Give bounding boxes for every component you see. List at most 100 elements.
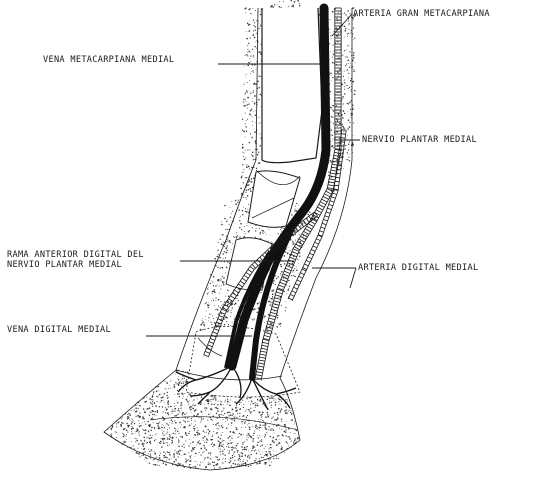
stipple-dot: [329, 59, 330, 60]
arteria-digital-hatch-line: [306, 260, 310, 262]
stipple-dot: [273, 396, 274, 397]
stipple-dot: [330, 35, 331, 36]
stipple-dot: [255, 149, 256, 150]
stipple-dot: [288, 288, 289, 289]
stipple-dot: [123, 423, 124, 424]
stipple-dot: [265, 434, 266, 435]
stipple-dot: [262, 420, 263, 421]
arteria-hatch-line: [296, 244, 302, 247]
stipple-dot: [206, 432, 207, 433]
stipple-dot: [252, 227, 253, 228]
stipple-dot: [249, 426, 251, 428]
stipple-dot: [145, 432, 147, 434]
arteria-digital-hatch-line: [302, 269, 306, 271]
stipple-dot: [152, 406, 153, 407]
stipple-dot: [217, 404, 218, 405]
stipple-dot: [336, 105, 337, 106]
stipple-dot: [261, 444, 262, 445]
stipple-dot: [174, 406, 175, 407]
stipple-dot: [330, 161, 332, 163]
stipple-dot: [223, 253, 224, 254]
stipple-dot: [304, 245, 305, 246]
stipple-dot: [333, 31, 334, 32]
stipple-dot: [229, 240, 231, 242]
nerve-hatch-line: [234, 290, 238, 293]
stipple-dot: [139, 423, 140, 424]
stipple-dot: [165, 412, 166, 413]
stipple-dot: [216, 423, 217, 424]
stipple-dot: [228, 415, 229, 416]
stipple-dot: [208, 307, 209, 308]
stipple-dot: [347, 60, 349, 62]
stipple-dot: [164, 436, 165, 437]
stipple-dot: [224, 205, 226, 207]
stipple-dot: [162, 424, 163, 425]
stipple-dot: [289, 410, 290, 411]
stipple-dot: [227, 239, 228, 240]
stipple-dot: [232, 431, 234, 433]
stipple-dot: [212, 420, 213, 421]
stipple-dot: [283, 1, 284, 2]
stipple-dot: [234, 416, 235, 417]
stipple-dot: [266, 412, 267, 413]
stipple-dot: [155, 439, 156, 440]
stipple-dot: [295, 240, 296, 241]
stipple-dot: [250, 408, 251, 409]
stipple-dot: [149, 438, 151, 440]
stipple-dot: [179, 450, 181, 452]
stipple-dot: [169, 385, 170, 386]
stipple-dot: [208, 303, 209, 304]
stipple-dot: [181, 404, 182, 405]
stipple-dot: [215, 297, 216, 298]
stipple-dot: [133, 420, 134, 421]
arteria-hatch-line: [322, 199, 328, 202]
stipple-dot: [176, 415, 177, 416]
stipple-dot: [304, 233, 305, 234]
stipple-dot: [144, 412, 146, 414]
stipple-dot: [232, 455, 233, 456]
stipple-dot: [127, 432, 128, 433]
stipple-dot: [180, 427, 181, 428]
stipple-dot: [215, 309, 216, 310]
stipple-dot: [260, 9, 261, 10]
stipple-dot: [259, 87, 260, 88]
stipple-dot: [165, 434, 166, 435]
stipple-dot: [273, 399, 274, 400]
stipple-dot: [172, 421, 173, 422]
stipple-dot: [162, 396, 164, 398]
stipple-dot: [285, 399, 286, 400]
stipple-dot: [191, 418, 192, 419]
stipple-dot: [294, 210, 295, 211]
stipple-dot: [203, 451, 204, 452]
stipple-dot: [349, 29, 350, 30]
stipple-dot: [274, 400, 275, 401]
stipple-dot: [348, 25, 349, 26]
stipple-dot: [126, 434, 127, 435]
stipple-dot: [245, 233, 246, 234]
stipple-dot: [116, 424, 117, 425]
stipple-dot: [147, 442, 148, 443]
stipple-dot: [280, 323, 282, 325]
stipple-dot: [192, 405, 193, 406]
stipple-dot: [266, 321, 267, 322]
stipple-dot: [158, 396, 159, 397]
stipple-dot: [294, 3, 295, 4]
stipple-dot: [230, 399, 231, 400]
stipple-dot: [236, 429, 238, 431]
stipple-dot: [288, 247, 289, 248]
arteria-hatch-line: [275, 295, 281, 297]
stipple-dot: [250, 188, 251, 189]
stipple-dot: [221, 243, 223, 245]
stipple-dot: [185, 461, 187, 463]
stipple-dot: [299, 252, 301, 254]
stipple-dot: [346, 159, 347, 160]
stipple-dot: [222, 441, 223, 442]
stipple-dot: [344, 82, 345, 83]
stipple-dot: [222, 304, 223, 305]
stipple-dot: [260, 292, 261, 293]
stipple-dot: [230, 442, 232, 444]
stipple-dot: [257, 444, 258, 445]
stipple-dot: [115, 431, 116, 432]
label-arteria-gran-metacarpiana: ARTERIA GRAN METACARPIANA: [353, 9, 490, 19]
stipple-dot: [239, 413, 240, 414]
